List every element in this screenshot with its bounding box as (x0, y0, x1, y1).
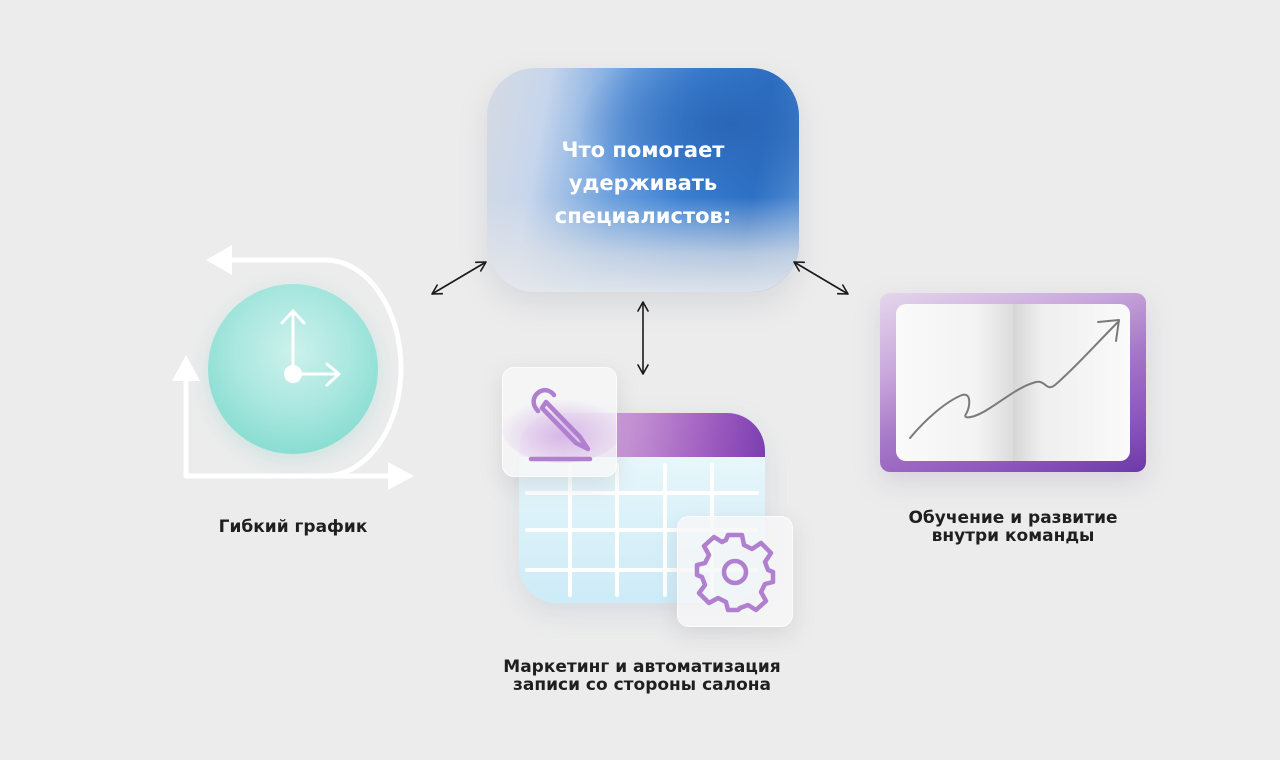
arrow-center-right (793, 261, 849, 295)
pencil-tile (502, 367, 622, 477)
label-marketing-automation: Маркетинг и автоматизация записи со стор… (503, 657, 781, 695)
gear-tile (677, 516, 793, 627)
book-page-left (896, 304, 1013, 461)
pencil-icon (502, 387, 622, 463)
center-title: Что помогает удерживать специалистов: (554, 138, 732, 228)
arrow-center-left (431, 261, 487, 295)
label-flexible-schedule: Гибкий график (218, 517, 368, 537)
gear-icon (694, 532, 776, 613)
center-card: Что помогает удерживать специалистов: (487, 68, 799, 292)
label-training-development: Обучение и развитие внутри команды (908, 508, 1118, 546)
